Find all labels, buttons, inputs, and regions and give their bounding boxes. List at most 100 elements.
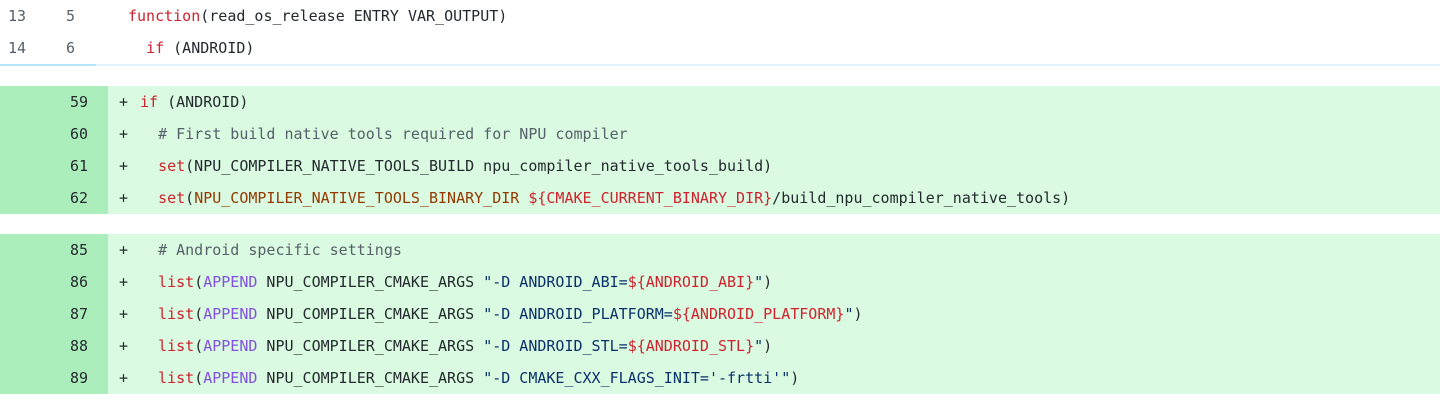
context-lines: 13 5 function(read_os_release ENTRY VAR_OU…	[0, 0, 1440, 64]
added-line: 85 + # Android specific settings	[0, 234, 1440, 266]
code-content: list(APPEND NPU_COMPILER_CMAKE_ARGS "-D …	[140, 273, 772, 291]
code-token: )	[763, 273, 773, 291]
code-token	[140, 369, 158, 387]
new-line-number[interactable]: 87	[0, 298, 108, 330]
code-token: /build_npu_compiler_native_tools)	[772, 189, 1071, 207]
added-line: 87 + list(APPEND NPU_COMPILER_CMAKE_ARGS …	[0, 298, 1440, 330]
added-line: 86 + list(APPEND NPU_COMPILER_CMAKE_ARGS …	[0, 266, 1440, 298]
new-line-number[interactable]: 89	[0, 362, 108, 394]
code-token: list	[158, 305, 195, 323]
code-token: APPEND	[203, 337, 258, 355]
new-line-number[interactable]: 5	[66, 7, 76, 25]
code-token: "	[754, 273, 764, 291]
code-token: list	[158, 369, 195, 387]
code-token: (	[194, 369, 204, 387]
code-content: set(NPU_COMPILER_NATIVE_TOOLS_BUILD npu_…	[140, 157, 772, 175]
new-line-number[interactable]: 61	[0, 150, 108, 182]
code-content: function(read_os_release ENTRY VAR_OUTPU…	[128, 7, 507, 25]
added-marker: +	[119, 369, 129, 387]
new-line-number[interactable]: 59	[0, 86, 108, 118]
code-token: NPU_COMPILER_CMAKE_ARGS	[257, 337, 484, 355]
added-line: 89 + list(APPEND NPU_COMPILER_CMAKE_ARGS …	[0, 362, 1440, 394]
added-line: 59 + if (ANDROID)	[0, 86, 1440, 118]
added-marker: +	[119, 241, 129, 259]
code-token	[519, 189, 528, 207]
code-content: set(NPU_COMPILER_NATIVE_TOOLS_BINARY_DIR…	[140, 189, 1070, 207]
code-token: )	[853, 305, 863, 323]
code-token: if	[146, 39, 165, 57]
new-line-number[interactable]: 62	[0, 182, 108, 214]
code-token: )	[790, 369, 800, 387]
code-token: (read_os_release ENTRY VAR_OUTPUT)	[200, 7, 508, 25]
code-content: if (ANDROID)	[128, 39, 254, 57]
code-token: APPEND	[203, 305, 258, 323]
code-token: # Android specific settings	[158, 241, 402, 259]
code-token: ${ANDROID_STL}	[627, 337, 755, 355]
new-line-number[interactable]: 60	[0, 118, 108, 150]
code-token: (	[185, 189, 195, 207]
new-line-number[interactable]: 6	[66, 39, 76, 57]
code-content: # Android specific settings	[140, 241, 402, 259]
added-marker: +	[119, 189, 129, 207]
code-token: if	[140, 93, 159, 111]
code-token: "-D CMAKE_CXX_FLAGS_INIT='-frtti'"	[483, 369, 791, 387]
added-marker: +	[119, 93, 129, 111]
code-token: # First build native tools required for …	[158, 125, 628, 143]
new-line-number[interactable]: 86	[0, 266, 108, 298]
new-line-number[interactable]: 85	[0, 234, 108, 266]
code-token: set	[158, 157, 186, 175]
code-token: ${ANDROID_ABI}	[627, 273, 755, 291]
code-token: "	[844, 305, 854, 323]
added-marker: +	[119, 273, 129, 291]
code-token: (ANDROID)	[158, 93, 249, 111]
code-token	[140, 125, 158, 143]
code-content: # First build native tools required for …	[140, 125, 628, 143]
code-token: (NPU_COMPILER_NATIVE_TOOLS_BUILD npu_com…	[185, 157, 773, 175]
code-token: NPU_COMPILER_CMAKE_ARGS	[257, 369, 484, 387]
added-marker: +	[119, 305, 129, 323]
old-line-number[interactable]: 13	[8, 7, 27, 25]
code-content: if (ANDROID)	[140, 93, 248, 111]
code-token: "-D ANDROID_ABI=	[483, 273, 628, 291]
code-token: (ANDROID)	[164, 39, 255, 57]
added-marker: +	[119, 337, 129, 355]
code-token: set	[158, 189, 186, 207]
new-line-number[interactable]: 88	[0, 330, 108, 362]
code-token	[140, 189, 158, 207]
code-token	[140, 305, 158, 323]
code-content: list(APPEND NPU_COMPILER_CMAKE_ARGS "-D …	[140, 337, 772, 355]
code-token	[140, 241, 158, 259]
added-hunk-1: 59 + if (ANDROID) 60 + # First build native …	[0, 86, 1440, 214]
added-line: 61 + set(NPU_COMPILER_NATIVE_TOOLS_BUILD …	[0, 150, 1440, 182]
added-line: 60 + # First build native tools required …	[0, 118, 1440, 150]
code-token: (	[194, 273, 204, 291]
code-token: NPU_COMPILER_NATIVE_TOOLS_BINARY_DIR	[194, 189, 520, 207]
code-token: "-D ANDROID_PLATFORM=	[483, 305, 673, 323]
added-marker: +	[119, 157, 129, 175]
code-token: )	[763, 337, 773, 355]
code-token: APPEND	[203, 369, 258, 387]
code-token: list	[158, 273, 195, 291]
added-line: 62 + set(NPU_COMPILER_NATIVE_TOOLS_BINARY…	[0, 182, 1440, 214]
code-token: "	[754, 337, 764, 355]
old-line-number[interactable]: 14	[8, 39, 27, 57]
code-token	[140, 337, 158, 355]
code-content: list(APPEND NPU_COMPILER_CMAKE_ARGS "-D …	[140, 369, 799, 387]
code-token: APPEND	[203, 273, 258, 291]
added-line: 88 + list(APPEND NPU_COMPILER_CMAKE_ARGS …	[0, 330, 1440, 362]
hunk-separator[interactable]	[0, 64, 1440, 86]
code-token: (	[194, 305, 204, 323]
code-token: list	[158, 337, 195, 355]
context-line: 13 5 function(read_os_release ENTRY VAR_OU…	[0, 0, 1440, 32]
code-token: NPU_COMPILER_CMAKE_ARGS	[257, 305, 484, 323]
added-marker: +	[119, 125, 129, 143]
code-token: function	[128, 7, 201, 25]
context-line: 14 6 if (ANDROID)	[0, 32, 1440, 64]
code-token: NPU_COMPILER_CMAKE_ARGS	[257, 273, 484, 291]
code-content: list(APPEND NPU_COMPILER_CMAKE_ARGS "-D …	[140, 305, 863, 323]
code-token	[128, 39, 146, 57]
code-token	[140, 273, 158, 291]
hunk-separator[interactable]	[0, 214, 1440, 234]
